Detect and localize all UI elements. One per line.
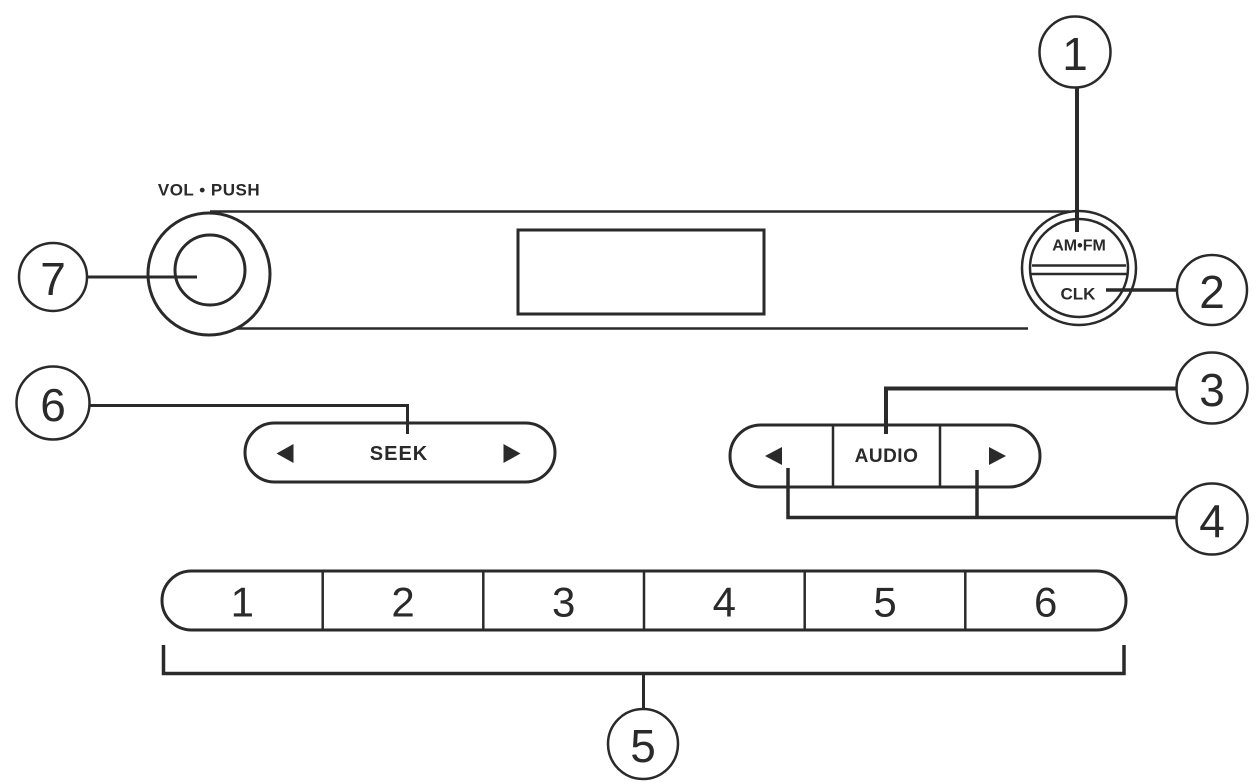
callout-6-circle xyxy=(15,365,91,441)
seek-left-arrow-icon xyxy=(276,444,294,463)
seek-right-arrow-icon xyxy=(503,444,521,463)
callout-2-circle xyxy=(1175,253,1249,327)
callout-1-number: 1 xyxy=(1062,28,1088,80)
preset-button-4-label: 4 xyxy=(713,579,736,626)
callout-6-leader xyxy=(89,404,409,434)
am-fm-clk-button: AM•FM CLK xyxy=(1020,209,1138,327)
preset-button-2-label: 2 xyxy=(391,579,414,626)
clk-label: CLK xyxy=(1061,285,1097,304)
preset-button-5-label: 5 xyxy=(873,579,896,626)
seek-button: SEEK xyxy=(243,421,557,484)
callout-2-number: 2 xyxy=(1199,266,1225,318)
callout-5-circle xyxy=(606,707,680,781)
audio-button-group: AUDIO xyxy=(728,423,1042,489)
display-screen xyxy=(516,228,766,316)
callout-5-number: 5 xyxy=(630,720,656,772)
callout-6-number: 6 xyxy=(40,379,66,431)
callout-4-circle xyxy=(1175,482,1249,556)
callout-7: 7 xyxy=(17,241,89,313)
callout-4: 4 xyxy=(1175,482,1249,556)
preset-button-1-label: 1 xyxy=(231,579,254,626)
audio-left-arrow-icon xyxy=(765,447,782,465)
callout-3-leader xyxy=(884,386,1177,434)
callout-1-circle xyxy=(1038,15,1112,89)
volume-knob-inner-ring xyxy=(173,233,247,307)
callout-4-number: 4 xyxy=(1199,495,1225,547)
preset-group-bracket xyxy=(161,645,1126,676)
callout-4-leader xyxy=(786,468,1177,520)
preset-button-row: 1 2 3 4 5 6 xyxy=(160,569,1128,632)
am-fm-label: AM•FM xyxy=(1052,238,1106,255)
volume-knob-label: VOL • PUSH xyxy=(158,181,260,200)
callout-2: 2 xyxy=(1175,253,1249,327)
audio-right-arrow-icon xyxy=(989,447,1006,465)
callout-1: 1 xyxy=(1038,15,1112,89)
callout-6: 6 xyxy=(15,365,91,441)
seek-button-body xyxy=(243,421,557,484)
preset-button-6-label: 6 xyxy=(1034,579,1057,626)
volume-knob xyxy=(146,211,272,337)
callout-7-circle xyxy=(17,241,89,313)
callout-3-circle xyxy=(1175,351,1249,425)
callout-3-number: 3 xyxy=(1199,364,1225,416)
audio-label: AUDIO xyxy=(855,446,919,467)
seek-label: SEEK xyxy=(370,443,428,465)
preset-button-3-label: 3 xyxy=(552,579,575,626)
callout-5: 5 xyxy=(606,707,680,781)
callout-7-number: 7 xyxy=(40,253,66,305)
callout-3: 3 xyxy=(1175,351,1249,425)
